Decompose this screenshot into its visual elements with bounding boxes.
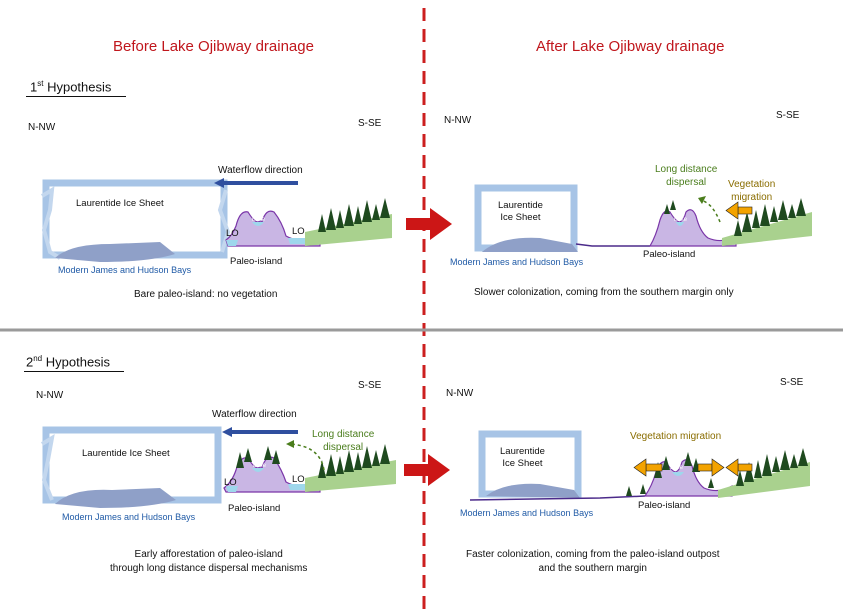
hypothesis-2-underline [24,371,124,372]
migration-arrow [725,201,753,220]
lo-left-p3: LO [224,477,237,488]
waterflow-arrow [222,427,298,437]
waterflow-label-p3: Waterflow direction [212,409,297,420]
header-before: Before Lake Ojibway drainage [113,38,314,55]
hypothesis-1-title: 1st Hypothesis [30,79,112,95]
bay-water [55,242,175,262]
panel-4-after-h2 [469,430,810,501]
southern-land [722,212,812,246]
paleo-island-label-p3: Paleo-island [228,503,281,514]
lake-label-p1: Lake [252,217,266,223]
bays-label-p4: Modern James and Hudson Bays [460,508,594,518]
hypothesis-1-underline [26,96,126,97]
lo-left-p1: LO [226,228,239,239]
direction-sse-p2: S-SE [776,110,800,121]
lo-right-p3: LO [292,474,305,485]
waterflow-label-p1: Waterflow direction [218,165,303,176]
hypothesis-2-title: 2nd Hypothesis [26,354,111,370]
caption-p1: Bare paleo-island: no vegetation [134,289,278,300]
southern-land [718,462,810,498]
direction-nnw-p2: N-NW [444,115,472,126]
paleo-island-label-p4: Paleo-island [638,500,691,511]
paleo-island-label-p1: Paleo-island [230,256,283,267]
panel-2-after-h1 [474,184,812,252]
lake-label-p2: Lake [674,217,688,223]
tree-line [318,198,390,232]
direction-nnw-p1: N-NW [28,122,56,133]
dispersal-arc [289,443,325,471]
migration-arrow-mid [697,458,725,477]
veg-migration-label-p4: Vegetation migration [630,431,722,442]
panel-3-before-h2 [40,426,396,508]
waterflow-arrow [214,178,298,188]
paleo-island [648,209,737,247]
lake-label-p3: Lake [253,463,267,469]
ice-sheet-label-p3: Laurentide Ice Sheet [82,448,170,459]
bays-label-p1: Modern James and Hudson Bays [58,265,192,275]
lo-water-left [226,240,238,246]
transition-arrow-bottom [404,454,450,486]
dispersal-arc [699,199,721,223]
direction-sse-p1: S-SE [358,118,382,129]
direction-sse-p3: S-SE [358,380,382,391]
lake-label-p4: Lake [670,465,684,471]
header-after: After Lake Ojibway drainage [536,38,725,55]
lo-right-p1: LO [292,226,305,237]
lake [252,222,264,226]
migration-arrow-left [633,458,663,477]
direction-nnw-p4: N-NW [446,388,474,399]
migration-arrow-right [725,458,753,477]
paleo-island [225,210,321,247]
transition-arrow-top [406,208,452,240]
bays-label-p3: Modern James and Hudson Bays [62,512,196,522]
southern-land [305,460,396,492]
direction-nnw-p3: N-NW [36,390,64,401]
panel-1-before-h1 [40,178,392,262]
ice-sheet-label-p1: Laurentide Ice Sheet [76,198,164,209]
direction-sse-p4: S-SE [780,377,804,388]
bays-label-p2: Modern James and Hudson Bays [450,257,584,267]
caption-p2: Slower colonization, coming from the sou… [474,287,734,298]
caption-p4: Faster colonization, coming from the pal… [466,549,720,574]
paleo-island-label-p2: Paleo-island [643,249,696,260]
